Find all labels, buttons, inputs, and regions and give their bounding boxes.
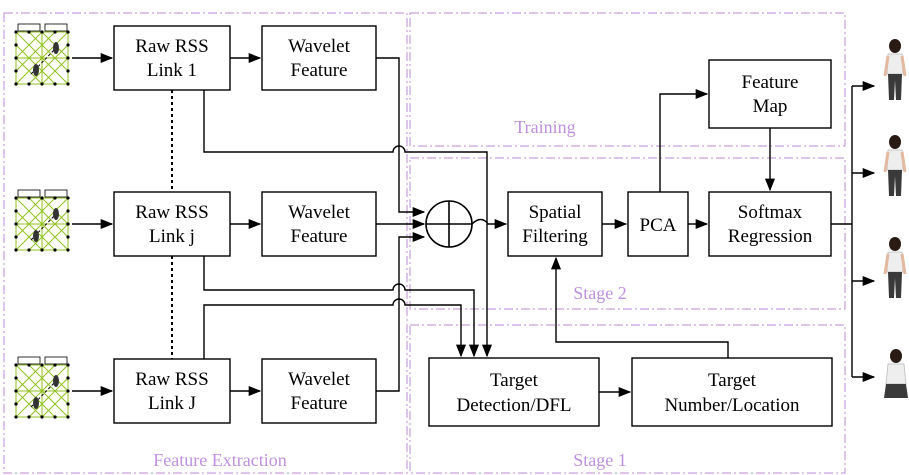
raw-rss-link-J-label: Link J [148, 393, 196, 414]
arrow [203, 256, 480, 358]
person-icon [884, 349, 908, 398]
wavelet-feature-j-label: Feature [291, 226, 348, 247]
pca-label: PCA [640, 215, 677, 236]
stage2-region [409, 157, 846, 310]
softmax-regression-label: Softmax [738, 202, 803, 223]
target-detection-box [428, 357, 600, 427]
raw-rss-link-1-label: Raw RSS [135, 36, 208, 57]
target-number-box [631, 357, 833, 427]
sensor-grid-icon [13, 189, 71, 253]
sum-operator-icon [425, 200, 473, 248]
wavelet-feature-J-label: Feature [291, 393, 348, 414]
wavelet-feature-1-box [261, 25, 377, 91]
arrow [471, 218, 508, 230]
raw-rss-link-J-box [113, 358, 231, 424]
target-detection-label: Target [490, 370, 539, 391]
training-label: Training [514, 117, 575, 137]
person-icon [883, 235, 907, 300]
arrow [203, 298, 467, 359]
wavelet-feature-J-box [261, 358, 377, 424]
pca-box [627, 191, 689, 257]
arrow [376, 57, 426, 218]
arrow [550, 256, 729, 358]
softmax-regression-label: Regression [728, 226, 813, 247]
feature-extraction-region [3, 12, 408, 474]
arrow [203, 90, 493, 358]
stage1-label: Stage 1 [573, 450, 627, 470]
region-borders [3, 12, 846, 474]
target-number-label: Number/Location [664, 395, 800, 416]
wavelet-feature-1-label: Feature [291, 60, 348, 81]
raw-rss-link-J-label: Raw RSS [135, 369, 208, 390]
raw-rss-link-1-label: Link 1 [147, 60, 197, 81]
feature-extraction-label: Feature Extraction [153, 450, 286, 470]
person-icon [883, 133, 907, 198]
sensor-grid-icon [13, 23, 71, 87]
person-icon [883, 37, 907, 102]
arrow [376, 231, 426, 392]
spatial-filtering-label: Spatial [529, 202, 582, 223]
training-region [409, 12, 846, 147]
softmax-regression-box [708, 191, 832, 257]
raw-rss-link-j-box [113, 191, 231, 257]
wavelet-feature-j-label: Wavelet [288, 202, 350, 223]
target-detection-label: Detection/DFL [456, 395, 571, 416]
wavelet-feature-J-label: Wavelet [288, 369, 350, 390]
raw-rss-link-j-label: Raw RSS [135, 202, 208, 223]
target-number-label: Target [708, 370, 757, 391]
spatial-filtering-label: Filtering [522, 226, 588, 247]
stage2-label: Stage 2 [573, 283, 627, 303]
feature-map-label: Feature [742, 72, 799, 93]
arrow [659, 88, 709, 192]
wavelet-feature-1-label: Wavelet [288, 36, 350, 57]
sensor-grid-icon [13, 356, 71, 420]
feature-map-box [708, 59, 832, 129]
feature-map-label: Map [753, 96, 788, 117]
stage1-region [409, 324, 846, 474]
wavelet-feature-j-box [261, 191, 377, 257]
raw-rss-link-j-label: Link j [149, 226, 195, 247]
